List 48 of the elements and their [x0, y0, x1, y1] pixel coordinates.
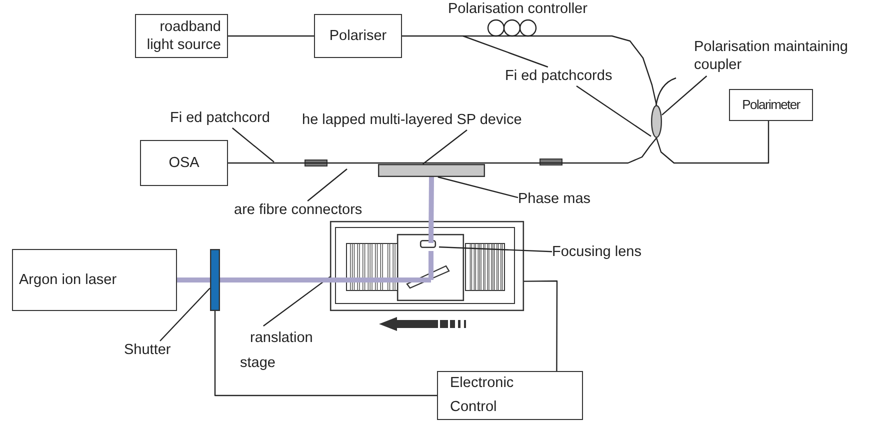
lens-label: Focusing lens — [552, 243, 662, 262]
box-label: Polarimeter — [742, 96, 800, 114]
leader-line — [438, 246, 552, 252]
phase-mask-bar — [378, 164, 485, 177]
light-source-box — [135, 14, 228, 58]
mirror-symbol — [406, 266, 450, 288]
patchcord-label: Fi ed patchcord — [170, 109, 290, 128]
laser-beam — [428, 176, 434, 244]
part-label: Polarisation controller — [448, 1, 588, 17]
carriage-box — [396, 234, 464, 301]
coupler-label: Polarisation maintaining coupler — [694, 38, 876, 76]
translation-stage-frame — [330, 221, 524, 311]
fibre-line — [228, 35, 314, 37]
fibre-line — [228, 138, 657, 164]
leader-line — [160, 288, 210, 342]
laser-beam — [220, 278, 431, 282]
leader-line — [462, 35, 548, 68]
box-label: Electronic Control — [449, 374, 515, 416]
fibre-line — [402, 35, 658, 106]
leader-line — [307, 168, 348, 202]
connectors-label: are fibre connectors — [234, 201, 394, 220]
polariser-box — [314, 14, 402, 58]
leader-line — [438, 176, 518, 198]
box-label: OSA — [168, 154, 200, 172]
leader-line — [263, 276, 330, 326]
control-box — [437, 371, 583, 420]
wire — [524, 280, 558, 371]
leader-line — [662, 76, 708, 116]
wire — [214, 311, 437, 396]
stage-label: ranslation stage — [240, 326, 318, 372]
coupler-ellipse — [651, 105, 662, 138]
patchcords-label: Fi ed patchcords — [505, 67, 635, 86]
leader-line — [422, 130, 468, 164]
leader-line — [576, 86, 652, 137]
box-label: Argon ion laser — [19, 270, 117, 290]
box-label: Polariser — [329, 26, 387, 46]
laser-beam — [428, 251, 434, 280]
laser-box — [12, 249, 177, 311]
device-label: he lapped multi-layered SP device — [302, 111, 602, 130]
shutter-label: Shutter — [124, 341, 184, 360]
shutter-bar — [210, 249, 220, 311]
polarimeter-box — [729, 89, 813, 121]
laser-beam — [177, 278, 210, 282]
fibre-line — [656, 121, 770, 164]
leader-line — [232, 128, 274, 162]
phase-mask-label: Phase mas — [518, 190, 608, 209]
box-label: roadband light source — [146, 18, 221, 54]
osa-box — [140, 140, 228, 186]
